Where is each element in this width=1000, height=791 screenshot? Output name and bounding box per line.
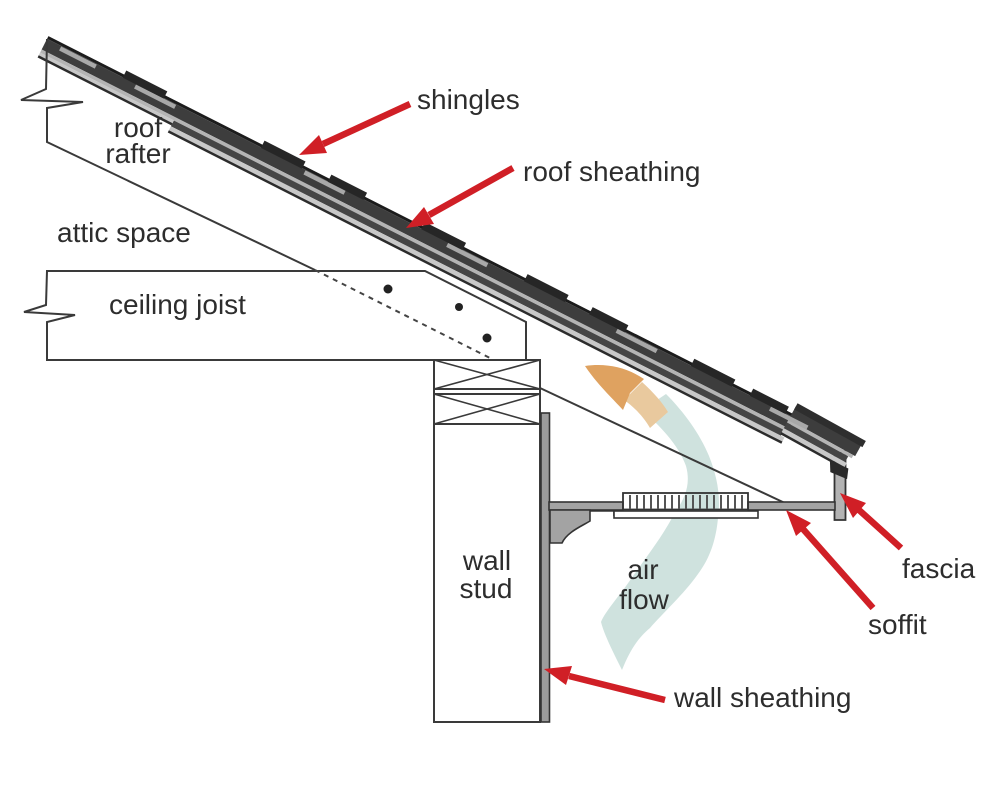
svg-text:attic space: attic space — [57, 217, 191, 248]
svg-text:flow: flow — [619, 584, 670, 615]
svg-text:soffit: soffit — [868, 609, 927, 640]
svg-text:wall sheathing: wall sheathing — [673, 682, 851, 713]
svg-text:roof sheathing: roof sheathing — [523, 156, 700, 187]
svg-text:ceiling joist: ceiling joist — [109, 289, 246, 320]
svg-text:air: air — [627, 554, 658, 585]
svg-text:roof: roof — [114, 112, 162, 143]
svg-text:stud: stud — [460, 573, 513, 604]
svg-text:wall: wall — [462, 545, 511, 576]
svg-text:fascia: fascia — [902, 553, 976, 584]
svg-text:rafter: rafter — [105, 138, 170, 169]
svg-text:shingles: shingles — [417, 84, 520, 115]
